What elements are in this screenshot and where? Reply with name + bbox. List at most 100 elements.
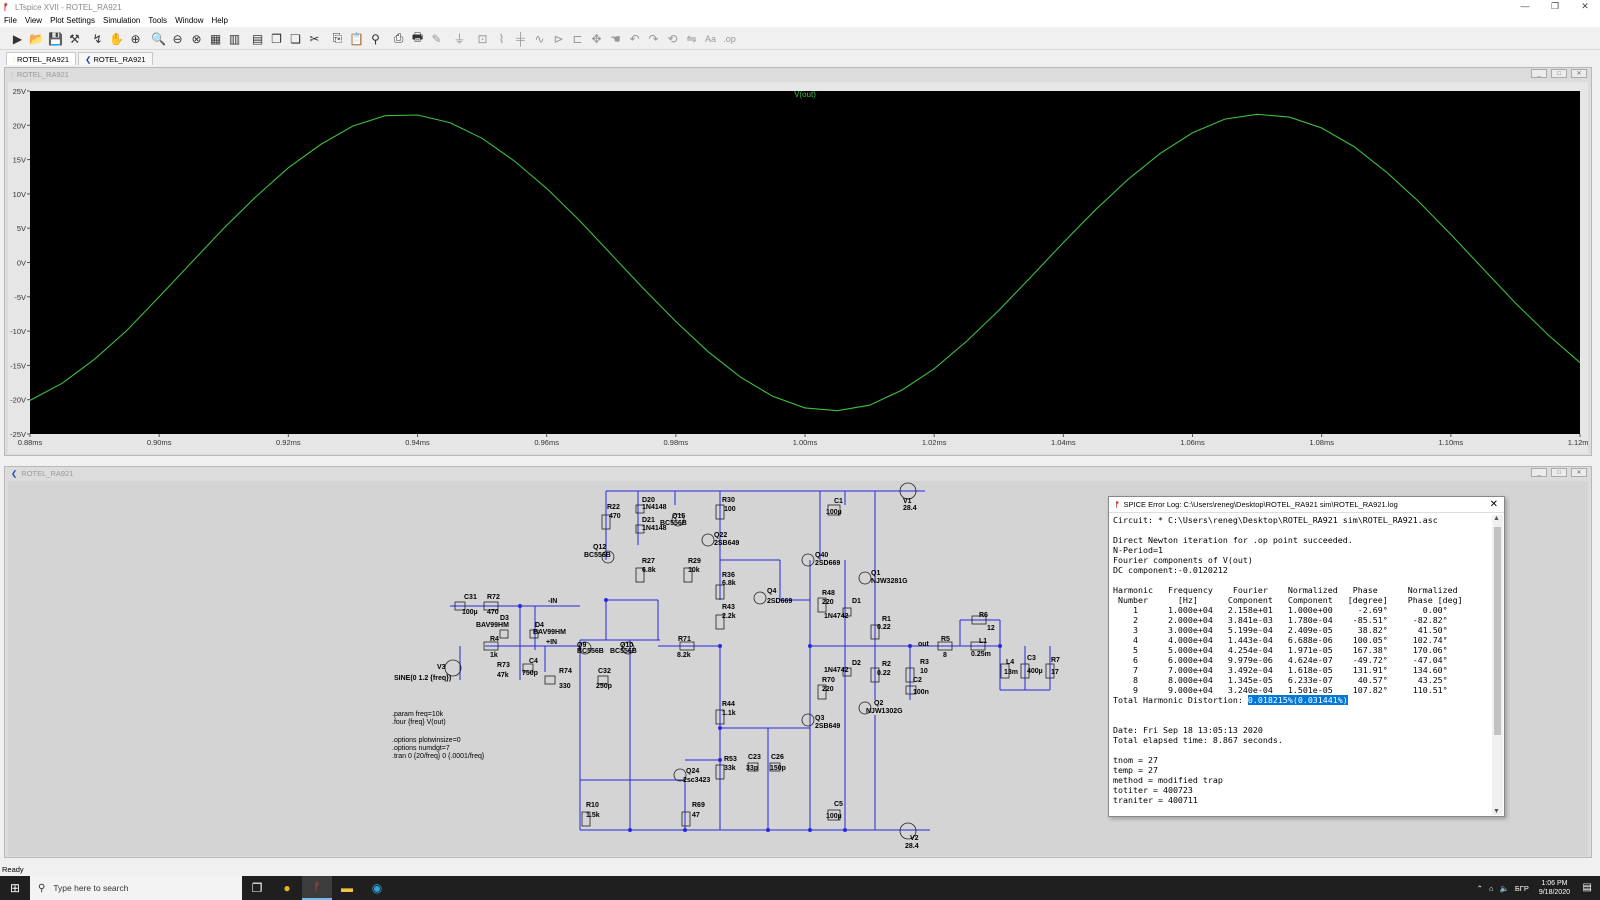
copy-icon[interactable]: ⎘	[332, 31, 343, 45]
windows-start-icon[interactable]: ⊞	[9, 881, 21, 895]
x-tick-label: 0.98ms	[664, 438, 689, 447]
pan-icon[interactable]: ✋	[109, 31, 124, 46]
tile-vertical-icon[interactable]: ▤	[251, 31, 264, 46]
minimize-button[interactable]: —	[1520, 1, 1530, 11]
save-icon[interactable]: 💾	[48, 31, 63, 46]
pane-minimize-button[interactable]: _	[1531, 69, 1547, 78]
thd-label: Total Harmonic Distortion:	[1113, 695, 1248, 705]
task-view-icon[interactable]: ❐	[251, 881, 263, 895]
redo-icon[interactable]: ↷	[648, 31, 659, 46]
run-icon[interactable]: ▶	[12, 31, 23, 46]
waveform-pane-title: ROTEL_RA921	[16, 70, 69, 79]
text-icon[interactable]: Aa	[704, 33, 716, 44]
error-log-titlebar[interactable]: ᚠ SPICE Error Log: C:\Users\reneg\Deskto…	[1109, 497, 1504, 513]
volume-icon[interactable]: 🔈	[1499, 883, 1509, 893]
document-tabs: ⫶ ROTEL_RA921 ❮ ROTEL_RA921	[0, 51, 1600, 65]
taskbar-search-box[interactable]: ⚲ Type here to search	[30, 876, 242, 900]
spice-directive-icon[interactable]: .op	[723, 33, 736, 44]
y-tick-label: -10V	[10, 327, 26, 336]
menu-simulation[interactable]: Simulation	[103, 16, 141, 25]
print-icon[interactable]: ⎙	[393, 31, 404, 45]
menu-view[interactable]: View	[24, 16, 43, 25]
open-icon[interactable]: 📂	[29, 31, 44, 46]
control-panel-icon[interactable]: ⚒	[69, 31, 80, 46]
menu-help[interactable]: Help	[211, 16, 228, 25]
y-tick-label: 0V	[17, 259, 26, 268]
zoom-out-icon[interactable]: ⊖	[172, 31, 183, 46]
capacitor-icon[interactable]: ╪	[516, 31, 525, 46]
mirror-icon[interactable]: ⇋	[686, 31, 697, 46]
find-icon[interactable]: ⚲	[371, 31, 380, 46]
menu-plot-settings[interactable]: Plot Settings	[50, 16, 96, 25]
ltspice-taskbar-icon[interactable]: ᚠ	[302, 876, 332, 900]
pane-close-button[interactable]: ✕	[1571, 69, 1587, 78]
error-log-scrollbar[interactable]: ▲ ▼	[1492, 515, 1503, 815]
error-log-close-button[interactable]: ✕	[1489, 499, 1498, 510]
menu-bar: File View Plot Settings Simulation Tools…	[0, 14, 1600, 27]
print-setup-icon[interactable]: 🖶	[411, 30, 424, 44]
waveform-chart[interactable]: 25V20V15V10V5V0V-5V-10V-15V-20V-25V0.88m…	[8, 82, 1592, 454]
wire-icon[interactable]: ✎	[431, 31, 442, 46]
x-tick-label: 0.96ms	[534, 438, 559, 447]
menu-file[interactable]: File	[4, 16, 17, 25]
close-button[interactable]: ✕	[1581, 1, 1589, 11]
schematic-pane-icon: ❮	[11, 469, 18, 478]
probe-icon[interactable]: ↯	[92, 31, 103, 46]
cut-icon[interactable]: ✂	[309, 31, 320, 46]
move-icon[interactable]: ✥	[591, 31, 602, 46]
error-log-text[interactable]: Circuit: * C:\Users\reneg\Desktop\ROTEL_…	[1111, 515, 1493, 815]
zoom-area-icon[interactable]: 🔍	[151, 31, 166, 46]
language-indicator[interactable]: БГР	[1514, 883, 1529, 893]
chrome-icon[interactable]: ●	[283, 881, 291, 895]
tab-schematic[interactable]: ❮ ROTEL_RA921	[78, 52, 153, 65]
scroll-down-icon[interactable]: ▼	[1493, 808, 1500, 815]
status-bar: Ready	[0, 864, 1600, 876]
zoom-in-icon[interactable]: ⊕	[130, 31, 141, 46]
diode-icon[interactable]: ⊳	[553, 31, 564, 46]
schematic-maximize-button[interactable]: □	[1551, 468, 1567, 477]
waveform-icon: ⫶	[13, 55, 15, 64]
component-icon[interactable]: ⊏	[572, 31, 583, 46]
resistor-icon[interactable]: ⌇	[498, 31, 505, 46]
schematic-close-button[interactable]: ✕	[1571, 468, 1587, 477]
edge-icon[interactable]: ◉	[371, 881, 383, 895]
clock[interactable]: 1:06 PM 9/18/2020	[1539, 879, 1570, 897]
network-icon[interactable]: ⌂	[1488, 883, 1494, 893]
clock-date: 9/18/2020	[1538, 889, 1570, 896]
thd-value-selected[interactable]: 0.018215%(0.031441%)	[1247, 695, 1348, 705]
cascade2-icon[interactable]: ❏	[290, 31, 301, 46]
zoom-fit-icon[interactable]: ⊗	[191, 31, 202, 46]
undo-icon[interactable]: ↶	[629, 31, 640, 46]
y-tick-label: 5V	[17, 224, 26, 233]
label-icon[interactable]: ⊡	[477, 31, 488, 46]
scroll-thumb[interactable]	[1494, 527, 1501, 735]
pane-maximize-button[interactable]: □	[1551, 69, 1567, 78]
error-log-icon: ᚠ	[1115, 500, 1120, 509]
autorange-icon[interactable]: ▦	[209, 31, 222, 46]
paste-icon[interactable]: 📋	[349, 31, 364, 46]
menu-window[interactable]: Window	[175, 16, 204, 25]
tile-icon[interactable]: ▥	[228, 31, 241, 46]
schematic-minimize-button[interactable]: _	[1531, 468, 1547, 477]
ground-icon[interactable]: ⏚	[453, 32, 466, 46]
restore-button[interactable]: ❐	[1550, 1, 1560, 11]
file-explorer-icon[interactable]: ▬	[341, 881, 353, 895]
ltspice-logo-icon: ᚠ	[3, 2, 9, 12]
spice-error-log-window[interactable]: ᚠ SPICE Error Log: C:\Users\reneg\Deskto…	[1108, 496, 1505, 817]
y-tick-label: -20V	[10, 396, 26, 405]
cascade-icon[interactable]: ❐	[271, 31, 282, 46]
x-tick-label: 1.02ms	[922, 438, 947, 447]
x-tick-label: 0.94ms	[405, 438, 430, 447]
tab-waveform[interactable]: ⫶ ROTEL_RA921	[6, 52, 77, 65]
menu-tools[interactable]: Tools	[148, 16, 168, 25]
tray-chevron-icon[interactable]: ⌃	[1476, 883, 1483, 893]
tab-waveform-label: ROTEL_RA921	[16, 55, 70, 64]
drag-icon[interactable]: ☚	[610, 31, 621, 46]
rotate-icon[interactable]: ⟲	[667, 31, 678, 46]
inductor-icon[interactable]: ∿	[534, 31, 545, 46]
notification-icon[interactable]: ▤	[1582, 882, 1592, 893]
search-icon: ⚲	[38, 882, 46, 894]
scroll-up-icon[interactable]: ▲	[1493, 515, 1500, 522]
